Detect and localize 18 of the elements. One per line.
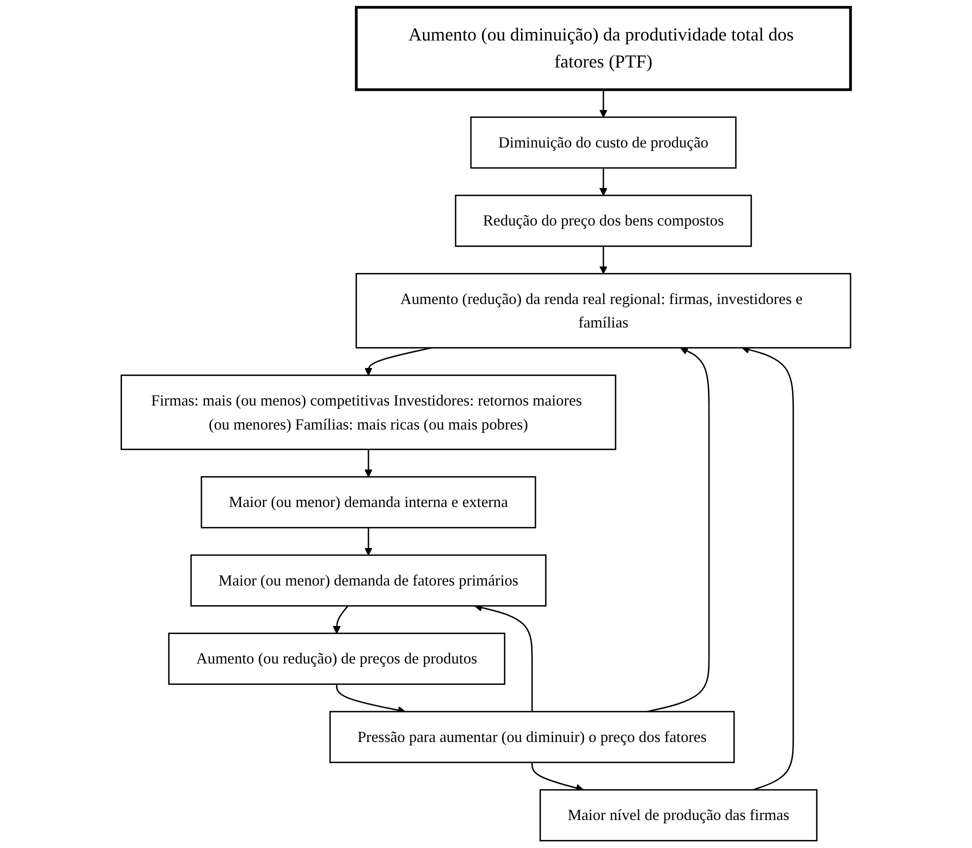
arrow <box>332 605 348 634</box>
node-box: Pressão para aumentar (ou diminuir) o preço dos fatores <box>329 710 735 764</box>
node-box: Aumento (redução) da renda real regional: firmas, investidores e famílias <box>356 272 852 348</box>
arrow <box>364 449 373 478</box>
node-box: Diminuição do custo de produção <box>470 116 737 169</box>
arrow <box>599 246 608 274</box>
arrow <box>646 347 710 712</box>
node-box: Aumento (ou redução) de preços de produtos <box>168 632 506 685</box>
node-box: Firmas: mais (ou menos) competitivas Investidores: retornos maiores (ou menores) Famílias: mais ricas (ou mais pobres) <box>120 374 616 450</box>
node-box: Redução do preço dos bens compostos <box>454 194 752 247</box>
node-box: Aumento (ou diminuição) da produtividade total dos fatores (PTF) <box>354 6 852 92</box>
arrow <box>364 528 373 556</box>
node-box: Maior (ou menor) demanda interna e externa <box>200 476 536 528</box>
arrow <box>599 90 608 118</box>
node-box: Maior (ou menor) demanda de fatores primários <box>190 554 547 607</box>
arrow <box>364 347 432 376</box>
node-box: Maior nível de produção das firmas <box>540 789 818 842</box>
arrow <box>599 168 608 196</box>
